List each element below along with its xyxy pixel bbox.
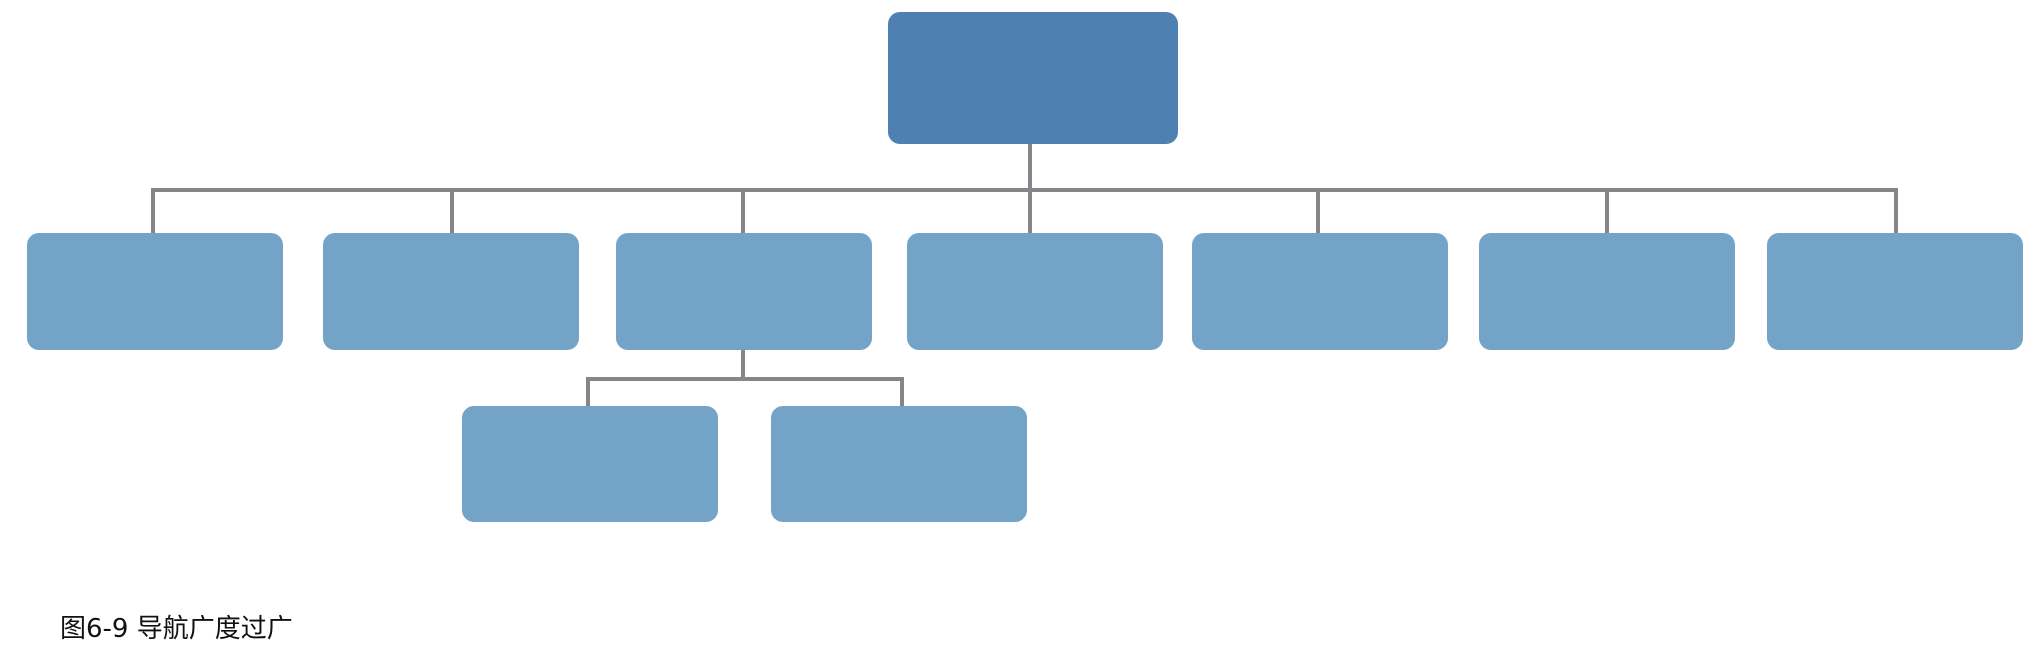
level-1-node-7 <box>1767 233 2023 350</box>
level-1-node-3 <box>616 233 872 350</box>
tree-nodes <box>27 12 2023 522</box>
level-1-node-5 <box>1192 233 1448 350</box>
level-2-node-2 <box>771 406 1027 522</box>
level-1-node-1 <box>27 233 283 350</box>
root-node <box>888 12 1178 144</box>
level-2-node-1 <box>462 406 718 522</box>
level-1-node-2 <box>323 233 579 350</box>
level-1-node-6 <box>1479 233 1735 350</box>
level-1-node-4 <box>907 233 1163 350</box>
figure-caption: 图6-9 导航广度过广 <box>60 614 293 644</box>
connectors <box>151 144 1898 408</box>
